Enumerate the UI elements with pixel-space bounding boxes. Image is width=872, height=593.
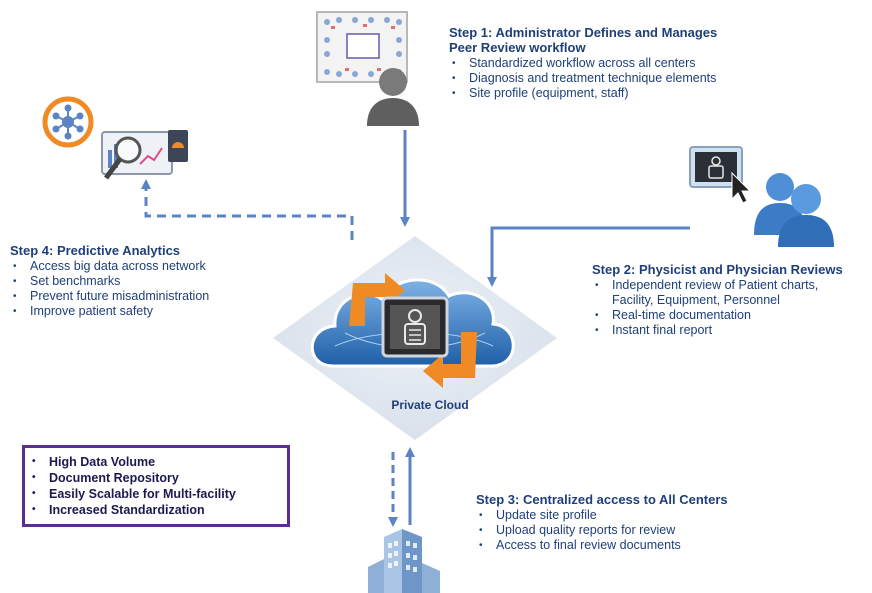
- workflow-admin-icon: [316, 11, 419, 126]
- step1-title-line2: Peer Review workflow: [449, 40, 586, 55]
- benefits-box: High Data Volume Document Repository Eas…: [22, 445, 290, 527]
- monitor-xray-icon: [689, 146, 752, 204]
- list-item: Facility, Equipment, Personnel: [612, 293, 780, 307]
- list-item: Prevent future misadministration: [10, 289, 270, 304]
- private-cloud-icon: [273, 236, 557, 440]
- step4-title: Step 4: Predictive Analytics: [10, 243, 181, 258]
- step2-block: Step 2: Physicist and Physician Reviews …: [592, 262, 867, 338]
- list-item: Access big data across network: [10, 259, 270, 274]
- step2-title: Step 2: Physicist and Physician Reviews: [592, 262, 843, 277]
- list-item: Access to final review documents: [476, 538, 776, 553]
- step3-title: Step 3: Centralized access to All Center…: [476, 492, 728, 507]
- arrow-step2-to-cloud: [487, 226, 690, 287]
- list-item: Update site profile: [476, 508, 776, 523]
- cloud-label: Private Cloud: [391, 398, 469, 412]
- physicians-icon: [754, 173, 834, 247]
- building-icon: [368, 529, 440, 593]
- step4-bullets: Access big data across network Set bench…: [10, 259, 270, 319]
- list-item: Site profile (equipment, staff): [449, 86, 769, 101]
- step2-bullets: Independent review of Patient charts, Fa…: [592, 278, 867, 338]
- step1-bullets: Standardized workflow across all centers…: [449, 56, 769, 101]
- list-item: High Data Volume: [29, 454, 287, 470]
- step4-block: Step 4: Predictive Analytics Access big …: [10, 243, 270, 319]
- list-item: Set benchmarks: [10, 274, 270, 289]
- network-hub-icon: [42, 96, 94, 148]
- step3-block: Step 3: Centralized access to All Center…: [476, 492, 776, 553]
- list-item: Real-time documentation: [592, 308, 867, 323]
- list-item: Increased Standardization: [29, 502, 287, 518]
- list-item: Diagnosis and treatment technique elemen…: [449, 71, 769, 86]
- list-item: Instant final report: [592, 323, 867, 338]
- step1-block: Step 1: Administrator Defines and Manage…: [449, 25, 769, 101]
- arrow-cloud-to-analytics: [141, 179, 354, 240]
- list-item: Independent review of Patient charts,: [592, 278, 867, 293]
- list-item: Improve patient safety: [10, 304, 270, 319]
- step1-title-line1: Step 1: Administrator Defines and Manage…: [449, 25, 718, 40]
- step3-bullets: Update site profile Upload quality repor…: [476, 508, 776, 553]
- list-item: Upload quality reports for review: [476, 523, 776, 538]
- list-item: Document Repository: [29, 470, 287, 486]
- list-item: Standardized workflow across all centers: [449, 56, 769, 71]
- list-item: Easily Scalable for Multi-facility: [29, 486, 287, 502]
- benefits-list: High Data Volume Document Repository Eas…: [29, 454, 287, 518]
- analytics-icon: [101, 130, 188, 180]
